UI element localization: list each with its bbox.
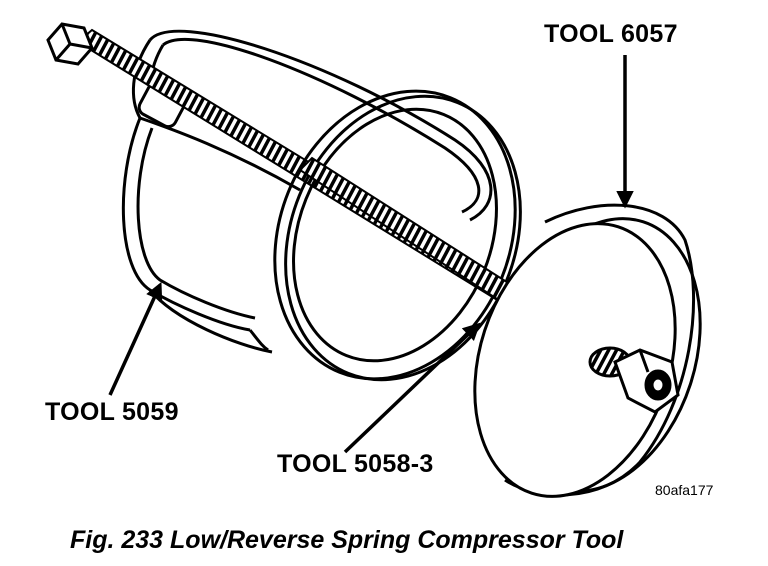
label-tool-5058-3: TOOL 5058-3 bbox=[277, 450, 434, 478]
rod-hex-nut bbox=[46, 22, 94, 66]
leader-arrows bbox=[108, 55, 634, 454]
image-code: 80afa177 bbox=[655, 482, 714, 498]
tool-6057-disc bbox=[473, 203, 702, 498]
arrow-tool-5058-3 bbox=[343, 322, 481, 454]
label-tool-5059: TOOL 5059 bbox=[45, 398, 179, 426]
label-tool-6057: TOOL 6057 bbox=[544, 20, 678, 48]
figure-caption: Fig. 233 Low/Reverse Spring Compressor T… bbox=[70, 526, 624, 554]
arrow-tool-5059 bbox=[108, 281, 163, 396]
